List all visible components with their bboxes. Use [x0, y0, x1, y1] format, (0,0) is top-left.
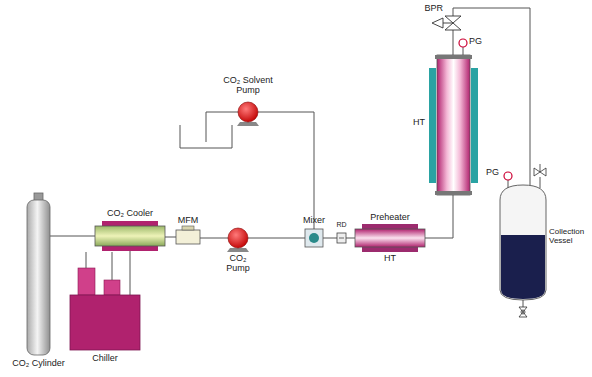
part-label: CO₂ Cooler: [107, 208, 153, 218]
chiller-unit: Chiller: [70, 295, 140, 350]
pipe-line: [425, 195, 453, 238]
cooler-exchanger: CO₂ Cooler: [95, 226, 165, 246]
pipe-line: [165, 237, 176, 238]
pipe-line: [453, 30, 454, 55]
part-label: Collection Vessel: [549, 227, 590, 245]
part-label: Preheater: [370, 212, 410, 222]
part-label: Mixer: [303, 215, 325, 225]
mixer-unit: Mixer: [305, 229, 323, 247]
pipe-line: [50, 236, 95, 237]
part-label: Chiller: [92, 353, 118, 363]
pipe-line: [323, 238, 337, 239]
collection-vessel: Collection Vessel: [500, 185, 546, 300]
mass-flow-meter: MFM: [176, 230, 200, 244]
part-label: HT: [384, 253, 396, 263]
part-label: CO₂ Pump: [222, 253, 254, 273]
pipe-line: [248, 238, 305, 239]
rupture-disc: RD: [337, 233, 346, 243]
pipe-line: [258, 112, 314, 229]
gas-cylinder: CO₂ Cylinder: [27, 193, 50, 355]
gauge-label: PG: [469, 36, 482, 46]
pipe-line: [346, 238, 355, 239]
part-label: CO₂ Solvent Pump: [217, 75, 279, 95]
co2-pump: CO₂ Pump: [228, 228, 248, 248]
back-pressure-regulator: BPR: [445, 16, 461, 30]
part-label: MFM: [178, 215, 199, 225]
reactor-vessel: HT: [437, 55, 470, 195]
part-label: CO₂ Cylinder: [12, 358, 65, 368]
solvent-pump: CO₂ Solvent Pump: [238, 102, 258, 122]
part-label: HT: [413, 117, 425, 127]
pipe-line: [200, 238, 228, 239]
pipe-line: [130, 246, 131, 295]
part-label: RD: [336, 221, 346, 229]
part-label: BPR: [424, 3, 443, 13]
preheater-exchanger: PreheaterHT: [355, 229, 425, 247]
gauge-label: PG: [486, 167, 499, 177]
